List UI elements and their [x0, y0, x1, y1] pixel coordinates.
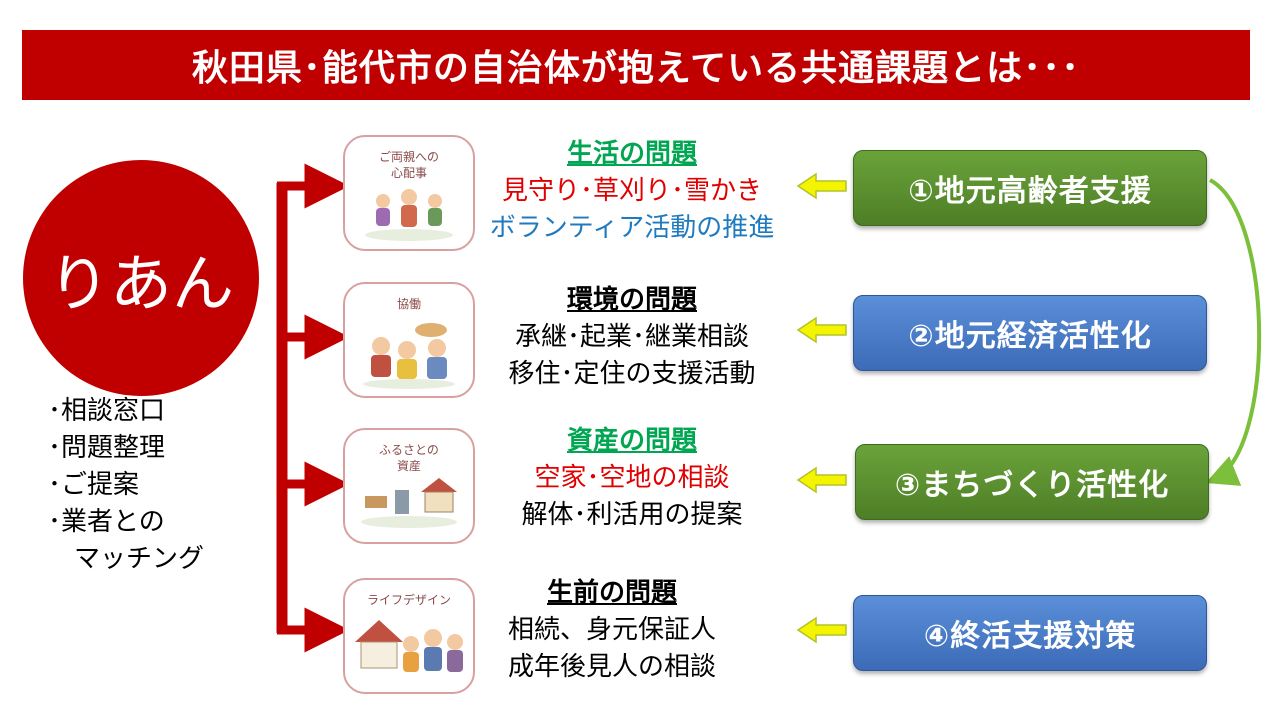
illustration-caption: ライフデザイン [366, 593, 451, 607]
page-title: 秋田県･能代市の自治体が抱えている共通課題とは･･･ [22, 30, 1250, 100]
problem-detail: 見守り･草刈り･雪かき [501, 176, 762, 206]
problem-environment: 環境の問題 承継･起業･継業相談 移住･定住の支援活動 [472, 282, 792, 393]
illustration-caption: 協働 [396, 297, 421, 311]
service-item-matching: ･業者との [48, 507, 165, 537]
problem-detail: 解体･利活用の提案 [521, 500, 743, 530]
curved-flow-arrow [1205, 178, 1262, 486]
goal-box-end-of-life: ④終活支援対策 [853, 595, 1207, 671]
problem-detail: 成年後見人の相談 [507, 652, 716, 682]
goal-box-town-development: ③まちづくり活性化 [855, 444, 1209, 520]
illustration-caption: ふるさとの [379, 443, 439, 457]
house-assets-icon [361, 478, 457, 528]
people-working-icon [363, 323, 455, 389]
illustration-caption: 資産 [396, 459, 421, 473]
problem-detail: 移住･定住の支援活動 [508, 359, 756, 389]
goal-box-economy: ②地元経済活性化 [853, 295, 1207, 371]
service-item-proposal: ･ご提案 [48, 470, 140, 500]
services-list: ･相談窓口 ･問題整理 ･ご提案 ･業者との マッチング [48, 393, 204, 578]
illustration-parents-concern: ご両親への 心配事 [343, 135, 475, 251]
problem-living: 生活の問題 見守り･草刈り･雪かき ボランティア活動の推進 [472, 136, 792, 247]
problem-title: 生活の問題 [566, 139, 697, 169]
yellow-arrow-3 [796, 466, 847, 494]
elderly-people-icon [365, 189, 453, 241]
illustration-hometown-assets: ふるさとの 資産 [343, 428, 475, 544]
problem-detail: 空家･空地の相談 [534, 463, 730, 493]
problem-detail: 相続、身元保証人 [507, 615, 716, 645]
problem-detail: 承継･起業･継業相談 [514, 322, 749, 352]
illustration-collaboration: 協働 [343, 282, 475, 398]
illustration-caption: 心配事 [390, 166, 427, 180]
yellow-arrow-1 [796, 172, 847, 200]
problem-title: 生前の問題 [546, 578, 677, 608]
brand-logo: りあん [23, 160, 259, 396]
service-item-matching-cont: マッチング [74, 544, 205, 574]
goal-box-elderly-support: ①地元高齢者支援 [853, 150, 1207, 226]
illustration-caption: ご両親への [378, 150, 439, 164]
yellow-arrow-2 [796, 316, 847, 344]
problem-assets: 資産の問題 空家･空地の相談 解体･利活用の提案 [472, 423, 792, 534]
problem-detail: ボランティア活動の推進 [489, 213, 775, 243]
problem-title: 資産の問題 [566, 426, 697, 456]
problem-title: 環境の問題 [566, 285, 697, 315]
service-item-problem-organizing: ･問題整理 [48, 433, 166, 463]
family-icon [355, 620, 463, 672]
illustration-life-design: ライフデザイン [343, 578, 475, 694]
yellow-arrow-4 [796, 616, 847, 644]
service-item-consultation: ･相談窓口 [48, 396, 166, 426]
problem-pre-death: 生前の問題 相続、身元保証人 成年後見人の相談 [452, 575, 772, 686]
